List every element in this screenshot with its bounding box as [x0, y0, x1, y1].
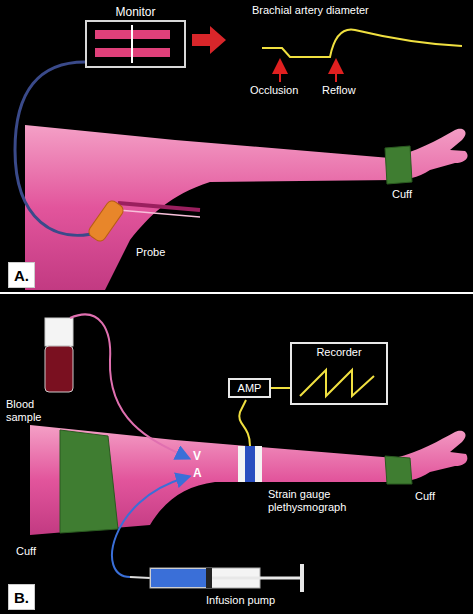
part-label: Cuff: [415, 490, 435, 503]
monitor-box: Monitor: [85, 20, 186, 68]
node-text: Monitor: [87, 5, 184, 19]
recorder-box: Recorder: [290, 342, 388, 405]
syringe-piston: [206, 568, 212, 588]
graph-title: Brachial artery diameter: [252, 4, 369, 17]
syringe-handle: [300, 564, 304, 592]
syringe-plunger: [212, 577, 302, 580]
syringe-fluid: [151, 569, 206, 587]
event-label: Reflow: [322, 84, 356, 97]
diameter-trace: [262, 30, 462, 57]
divider: [0, 292, 473, 294]
cuff-band: [385, 146, 412, 184]
part-label: Blood sample: [6, 398, 56, 424]
pointer-arrow: [335, 66, 337, 82]
artery-edge: [118, 210, 200, 217]
pointer-arrow: [279, 66, 281, 82]
part-label: Cuff: [392, 188, 412, 201]
amp-box: AMP: [228, 378, 271, 398]
signal-wire: [271, 387, 290, 389]
gauge-wire: [239, 400, 250, 446]
vessel-label: V: [193, 450, 201, 463]
monitor-cursor: [131, 25, 133, 63]
arm: [30, 425, 467, 535]
artery: [118, 203, 200, 210]
cuff-band: [385, 456, 412, 484]
part-label: Strain gauge plethysmograph: [268, 488, 368, 514]
part-label: Cuff: [16, 545, 36, 558]
vessel-label: A: [193, 467, 202, 480]
tube-blood: [45, 346, 73, 392]
event-label: Occlusion: [250, 84, 298, 97]
strain-gauge-core: [245, 446, 255, 482]
tube-top: [45, 318, 73, 346]
panel-tag: B.: [8, 584, 35, 610]
node-text: AMP: [230, 380, 269, 394]
big-arrow: [192, 26, 226, 54]
node-text: B.: [14, 589, 29, 606]
cuff-band: [60, 430, 118, 533]
needle: [130, 577, 150, 578]
infusion-line: [112, 478, 184, 577]
arm: [25, 125, 468, 290]
sample-line: [70, 314, 184, 456]
part-label: Probe: [136, 246, 165, 259]
panel-tag: A.: [8, 262, 35, 288]
strain-gauge: [238, 446, 262, 482]
probe-cable: [15, 62, 100, 235]
part-label: Infusion pump: [206, 594, 275, 607]
recorder-trace: [300, 370, 374, 396]
node-text: A.: [14, 267, 29, 284]
probe: [87, 199, 126, 244]
node-text: Recorder: [292, 344, 386, 358]
